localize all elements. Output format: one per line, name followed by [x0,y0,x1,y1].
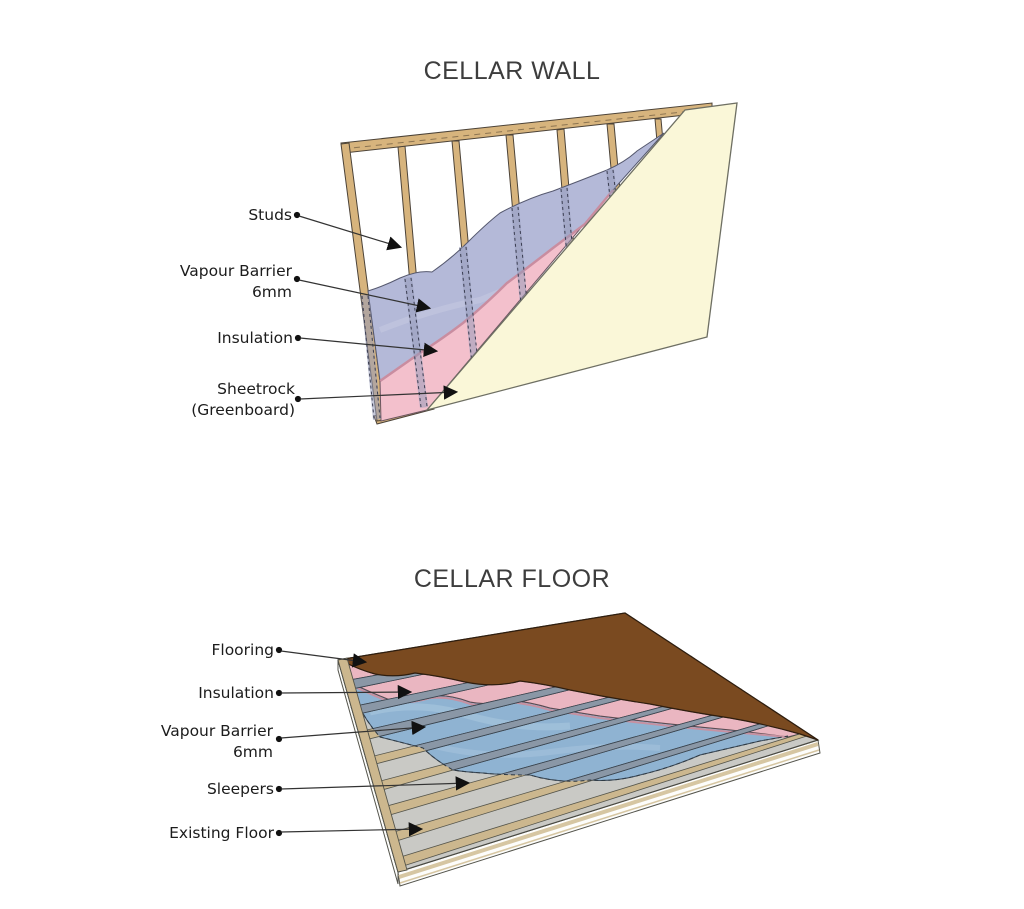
wall-end-stud [340,142,386,422]
label-dot [275,829,283,837]
floor-vapour-highlight [429,742,661,758]
hidden-stud-band [361,295,381,420]
wall-label-sheetrock-line1: Sheetrock [217,380,295,398]
flooring-layer [337,612,819,741]
floor-label-vapour-barrier: Vapour Barrier 6mm [161,721,273,763]
wall-label-insulation: Insulation [217,329,293,347]
cellar-floor-diagram [337,612,821,887]
wall-label-sheetrock: Sheetrock (Greenboard) [191,379,295,421]
floor-vapour-dashed-edge [356,701,789,782]
wall-label-sheetrock-line2: (Greenboard) [191,401,295,419]
label-dot [275,735,283,743]
wall-label-vapour-barrier: Vapour Barrier 6mm [180,261,292,303]
floor-label-existing-floor: Existing Floor [169,824,274,842]
wall-label-vapour-line2: 6mm [251,283,292,301]
floor-label-vapour-line2: 6mm [232,743,273,761]
wall-label-vapour-line1: Vapour Barrier [179,262,292,280]
floor-front-side-line [399,749,820,884]
cellar-wall-diagram [340,102,738,425]
label-dot [275,785,283,793]
label-dot [294,395,302,403]
leader-line-insulation [299,337,439,358]
floor-front-side-stripe [398,742,819,879]
wall-insulation-edge [379,189,614,383]
leader-line-sleepers [280,776,471,791]
wall-label-studs: Studs [248,206,292,224]
floor-leader-lines [275,646,471,837]
wall-sheetrock-panel [425,102,738,412]
floor-title: CELLAR FLOOR [413,565,611,593]
leader-line-existing-floor [280,822,424,837]
label-dot [275,646,283,654]
floor-vapour-highlight [369,703,571,731]
floor-label-insulation: Insulation [198,684,274,702]
floor-label-flooring: Flooring [211,641,274,659]
leader-line-floor-insulation [280,684,413,700]
floor-label-vapour-line1: Vapour Barrier [160,722,273,740]
label-dot [293,275,301,283]
leader-line-studs [298,215,403,251]
wall-title: CELLAR WALL [423,57,601,85]
leader-line-floor-vapour [280,720,427,739]
label-dot [293,211,301,219]
leader-line-sheetrock [299,385,459,400]
label-dot [275,689,283,697]
hidden-stud-band [404,277,428,408]
leader-line-vapour [298,279,432,313]
leader-line-flooring [280,650,368,668]
wall-leader-lines [293,211,459,403]
label-dot [294,334,302,342]
floor-label-sleepers: Sleepers [206,780,274,798]
